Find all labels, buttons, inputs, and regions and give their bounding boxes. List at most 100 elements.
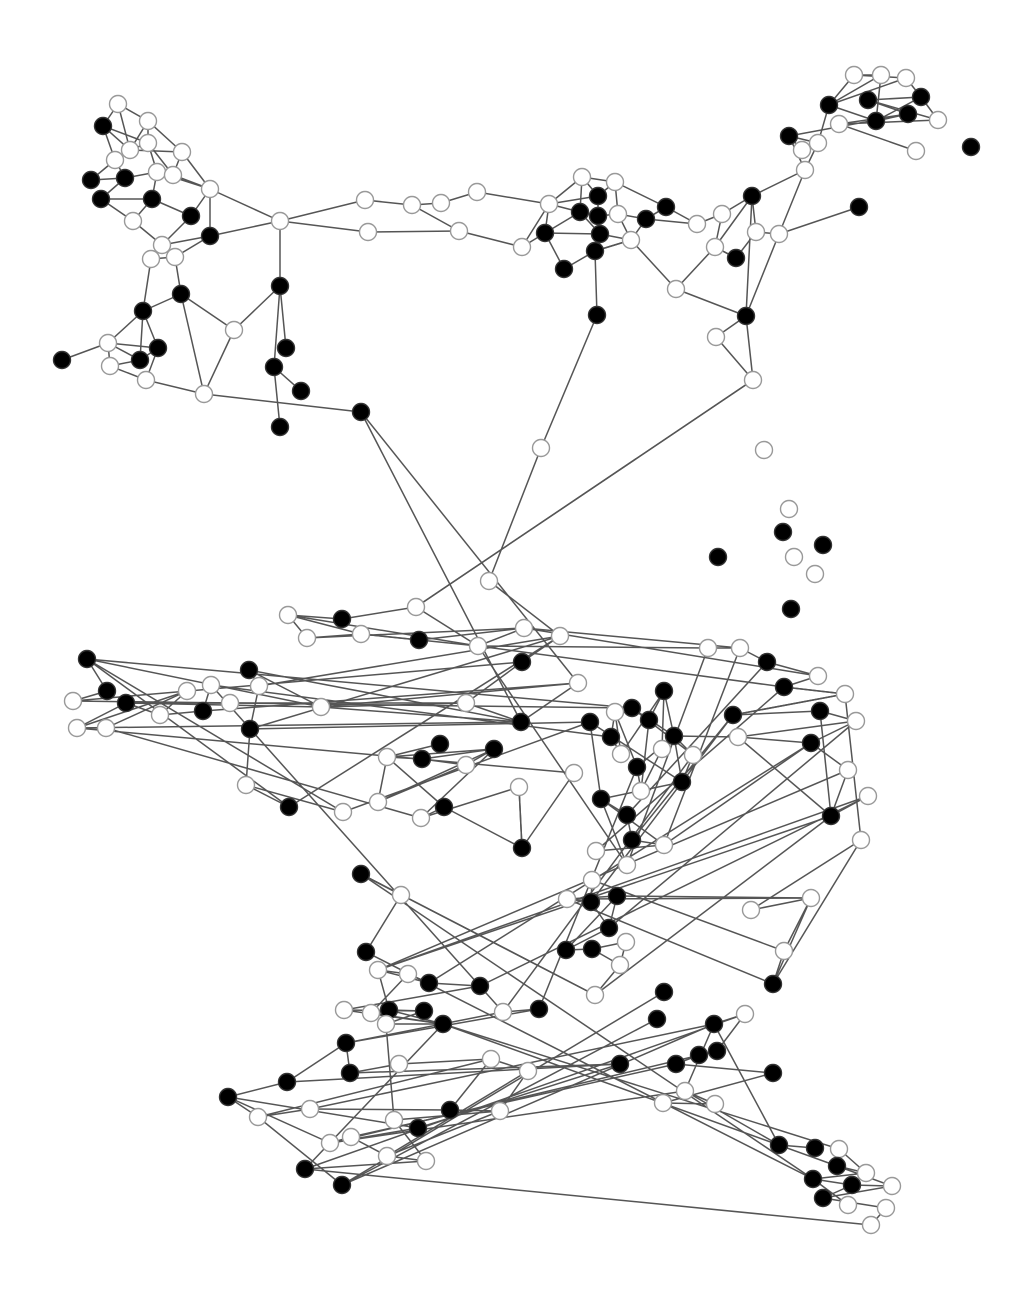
graph-node-black	[622, 830, 642, 850]
graph-edge	[675, 1063, 774, 1074]
graph-edge	[828, 74, 882, 106]
graph-edge	[772, 839, 862, 985]
graph-node-black	[218, 1087, 238, 1107]
graph-edge	[778, 206, 860, 235]
graph-node-white	[741, 900, 761, 920]
graph-node-black	[512, 652, 532, 672]
graph-edge	[442, 1023, 840, 1150]
graph-edge	[661, 690, 665, 750]
graph-node-white	[165, 247, 185, 267]
graph-edge	[209, 220, 281, 237]
graph-node-white	[96, 718, 116, 738]
graph-node-black	[434, 797, 454, 817]
graph-edge	[420, 786, 520, 819]
graph-node-white	[358, 222, 378, 242]
graph-node-black	[591, 789, 611, 809]
graph-edge	[360, 873, 814, 1180]
graph-edge	[386, 1110, 501, 1157]
graph-node-white	[652, 739, 672, 759]
graph-node-white	[550, 626, 570, 646]
graph-node-white	[754, 440, 774, 460]
graph-node-white	[712, 204, 732, 224]
graph-node-black	[588, 186, 608, 206]
graph-node-black	[819, 95, 839, 115]
graph-node-black	[821, 806, 841, 826]
graph-node-black	[200, 226, 220, 246]
graph-edge	[745, 233, 780, 317]
graph-node-white	[334, 1000, 354, 1020]
graph-edge	[614, 181, 667, 208]
graph-node-white	[687, 214, 707, 234]
graph-edge	[465, 661, 523, 704]
graph-edge	[360, 411, 522, 723]
graph-node-black	[779, 126, 799, 146]
graph-node-black	[279, 797, 299, 817]
graph-node-black	[291, 381, 311, 401]
graph-node-white	[341, 1127, 361, 1147]
graph-node-white	[63, 691, 83, 711]
graph-edge	[257, 1058, 492, 1118]
graph-node-black	[723, 705, 743, 725]
graph-edge	[421, 748, 495, 760]
graph-edge	[788, 113, 909, 137]
graph-edge	[233, 285, 281, 331]
graph-edge	[398, 1058, 492, 1065]
graph-node-black	[142, 189, 162, 209]
graph-node-black	[484, 739, 504, 759]
graph-node-black	[239, 660, 259, 680]
graph-node-black	[270, 276, 290, 296]
graph-edge	[819, 710, 832, 817]
graph-node-white	[163, 165, 183, 185]
graph-node-black	[736, 306, 756, 326]
graph-node-white	[654, 835, 674, 855]
graph-node-white	[152, 235, 172, 255]
graph-edge	[783, 686, 846, 695]
graph-edge	[477, 645, 785, 688]
graph-node-black	[414, 1001, 434, 1021]
graph-edge	[385, 1023, 395, 1121]
graph-node-black	[911, 87, 931, 107]
graph-node-white	[585, 985, 605, 1005]
graph-node-black	[116, 693, 136, 713]
graph-node-black	[827, 1156, 847, 1176]
graph-edge	[614, 711, 638, 768]
graph-edge	[248, 669, 522, 723]
graph-node-black	[336, 1033, 356, 1053]
graph-node-black	[356, 942, 376, 962]
graph-node-black	[148, 338, 168, 358]
graph-node-black	[769, 1135, 789, 1155]
graph-node-black	[763, 974, 783, 994]
graph-edge	[590, 714, 734, 903]
graph-node-black	[961, 137, 981, 157]
graph-node-white	[150, 705, 170, 725]
graph-node-white	[368, 792, 388, 812]
graph-edge	[227, 1096, 331, 1144]
graph-node-black	[535, 223, 555, 243]
graph-edge	[640, 719, 650, 792]
graph-node-white	[249, 676, 269, 696]
graph-node-black	[240, 719, 260, 739]
graph-edge	[745, 315, 754, 381]
graph-node-white	[838, 760, 858, 780]
graph-node-white	[172, 142, 192, 162]
graph-node-black	[810, 701, 830, 721]
graph-node-black	[757, 652, 777, 672]
graph-node-black	[130, 350, 150, 370]
graph-node-white	[456, 755, 476, 775]
graph-edge	[377, 769, 849, 971]
graph-node-black	[181, 206, 201, 226]
graph-node-white	[468, 636, 488, 656]
graph-edge	[732, 693, 846, 716]
graph-edge	[745, 195, 753, 317]
graph-node-white	[493, 1002, 513, 1022]
graph-node-black	[803, 1169, 823, 1189]
graph-node-black	[858, 90, 878, 110]
graph-node-white	[398, 964, 418, 984]
graph-edge	[245, 784, 344, 813]
graph-node-black	[585, 241, 605, 261]
graph-node-white	[479, 571, 499, 591]
graph-node-white	[389, 1054, 409, 1074]
graph-edge	[86, 658, 290, 808]
graph-edge	[737, 720, 857, 738]
graph-node-white	[123, 211, 143, 231]
